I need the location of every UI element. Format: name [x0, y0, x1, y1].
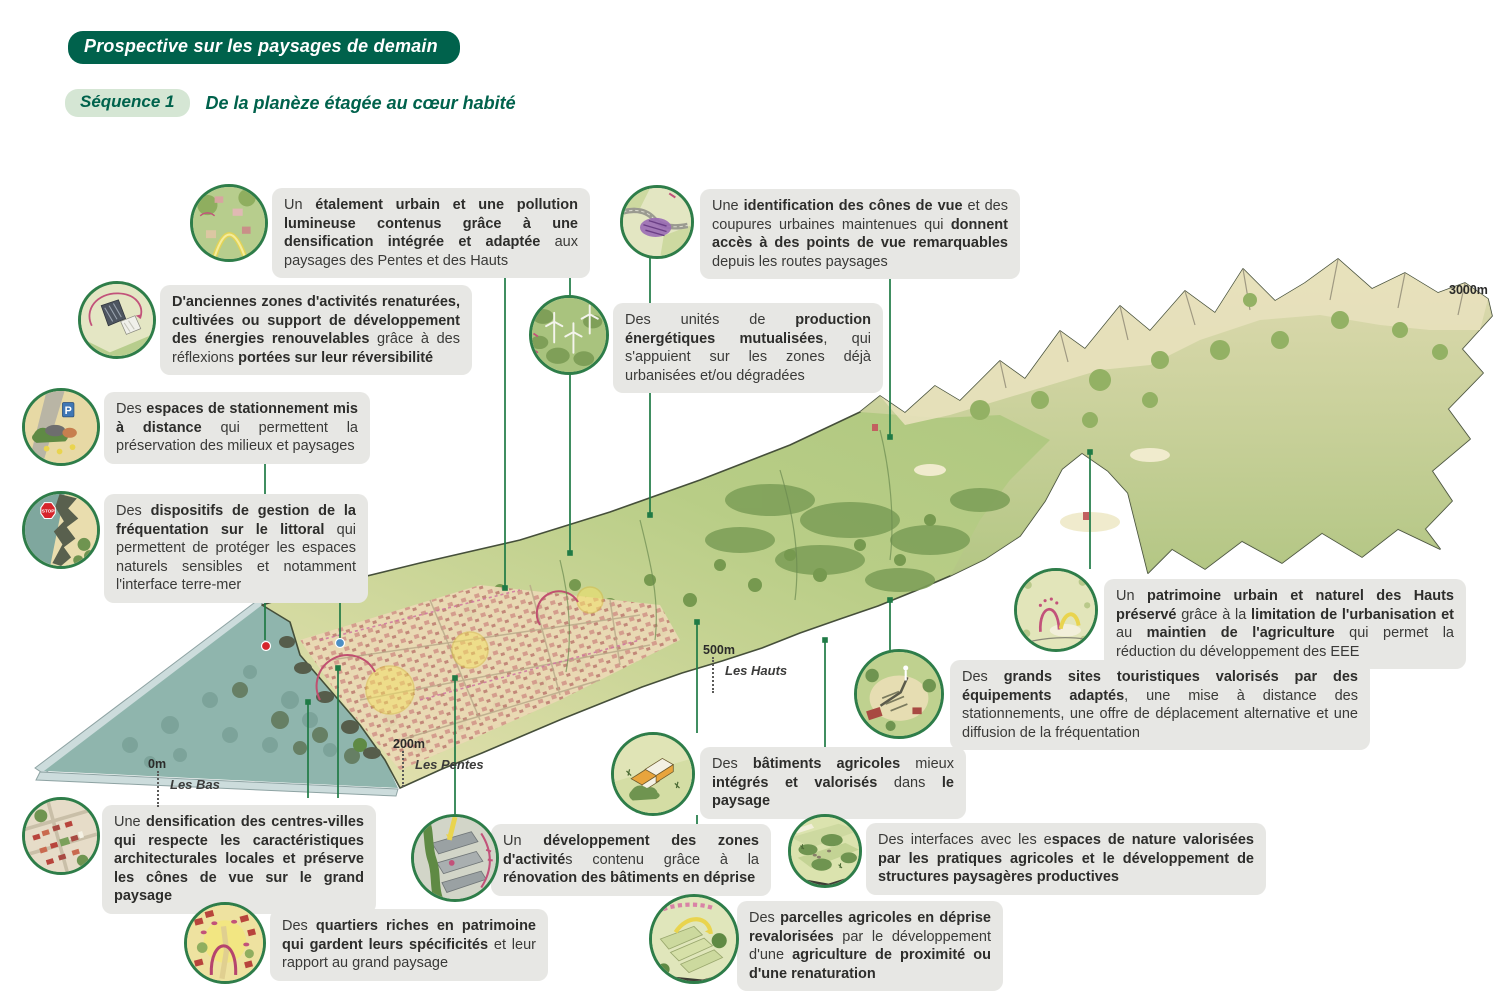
viewcone-icon: [620, 185, 694, 259]
altitude-label: 500m: [703, 643, 735, 657]
stop-marker: [260, 640, 272, 652]
urban-sprawl-icon: [190, 184, 268, 262]
sequence-badge: Séquence 1: [65, 89, 190, 117]
sequence-header: Séquence 1 De la planèze étagée au cœur …: [65, 89, 516, 117]
altitude-dotted-line: [712, 657, 714, 693]
leader-dot: [305, 699, 311, 705]
altitude-dotted-line: [157, 771, 159, 807]
leader-dot: [1087, 449, 1093, 455]
zone-label: Les Bas: [170, 777, 220, 792]
leader-dot: [887, 597, 893, 603]
sequence-title: De la planèze étagée au cœur habité: [205, 92, 516, 113]
page-title: Prospective sur les paysages de demain: [68, 31, 460, 64]
altitude-label: 3000m: [1449, 283, 1488, 297]
callout-text-zones-renaturees: D'anciennes zones d'activités renaturées…: [160, 285, 472, 376]
callout-text-energie: Des unités de production énergétiques mu…: [613, 303, 883, 394]
wind-energy-icon: [529, 295, 609, 375]
callout-text-littoral: Des dispositifs de gestion de la fréquen…: [104, 494, 368, 603]
town-center-icon: [22, 797, 100, 875]
parking-marker: [334, 637, 346, 649]
callout-text-interfaces-nature: Des interfaces avec les espaces de natur…: [866, 823, 1266, 895]
altitude-marker-3000m: 3000m: [1449, 283, 1488, 297]
renatured-zones-icon: [78, 281, 156, 359]
svg-text:P: P: [65, 405, 72, 417]
coast-stop-icon: STOP: [22, 491, 100, 569]
leader-dot: [887, 434, 893, 440]
leader-dot: [335, 665, 341, 671]
nature-interface-icon: [788, 814, 862, 888]
zone-label: Les Pentes: [415, 757, 484, 772]
zone-label: Les Hauts: [725, 663, 788, 678]
farm-parcels-icon: [649, 894, 739, 984]
altitude-dotted-line: [402, 751, 404, 787]
callout-text-batiments-agricoles: Des bâtiments agricoles mieux intégrés e…: [700, 747, 966, 819]
callout-text-parcelles-agricoles: Des parcelles agricoles en déprise reval…: [737, 901, 1003, 992]
callout-text-quartiers-patrimoine: Des quartiers riches en patrimoine qui g…: [270, 909, 548, 981]
leader-dot: [822, 637, 828, 643]
business-zone-icon: [411, 814, 499, 902]
altitude-label: 0m: [148, 757, 167, 771]
callout-text-cones-de-vue: Une identification des cônes de vue et d…: [700, 189, 1020, 280]
callout-text-grands-sites: Des grands sites touristiques valorisés …: [950, 660, 1370, 751]
callout-text-etalement-urbain: Un étalement urbain et une pollution lum…: [272, 188, 590, 279]
callout-text-densification: Une densification des centres-villes qui…: [102, 805, 376, 914]
tourist-site-icon: [854, 649, 944, 739]
svg-text:STOP: STOP: [42, 509, 55, 514]
callout-text-stationnement: Des espaces de stationnement mis à dista…: [104, 392, 370, 464]
leader-dot: [502, 585, 508, 591]
parking-icon: P: [22, 388, 100, 466]
leader-dot: [694, 619, 700, 625]
altitude-label: 200m: [393, 737, 425, 751]
farm-buildings-icon: [611, 732, 695, 816]
heritage-quarter-icon: [184, 902, 266, 984]
callout-text-patrimoine-hauts: Un patrimoine urbain et naturel des Haut…: [1104, 579, 1466, 670]
callout-text-zones-activites: Un développement des zones d'activités c…: [491, 824, 771, 896]
leader-dot: [647, 512, 653, 518]
hauts-heritage-icon: [1014, 568, 1098, 652]
leader-dot: [567, 550, 573, 556]
leader-dot: [452, 675, 458, 681]
